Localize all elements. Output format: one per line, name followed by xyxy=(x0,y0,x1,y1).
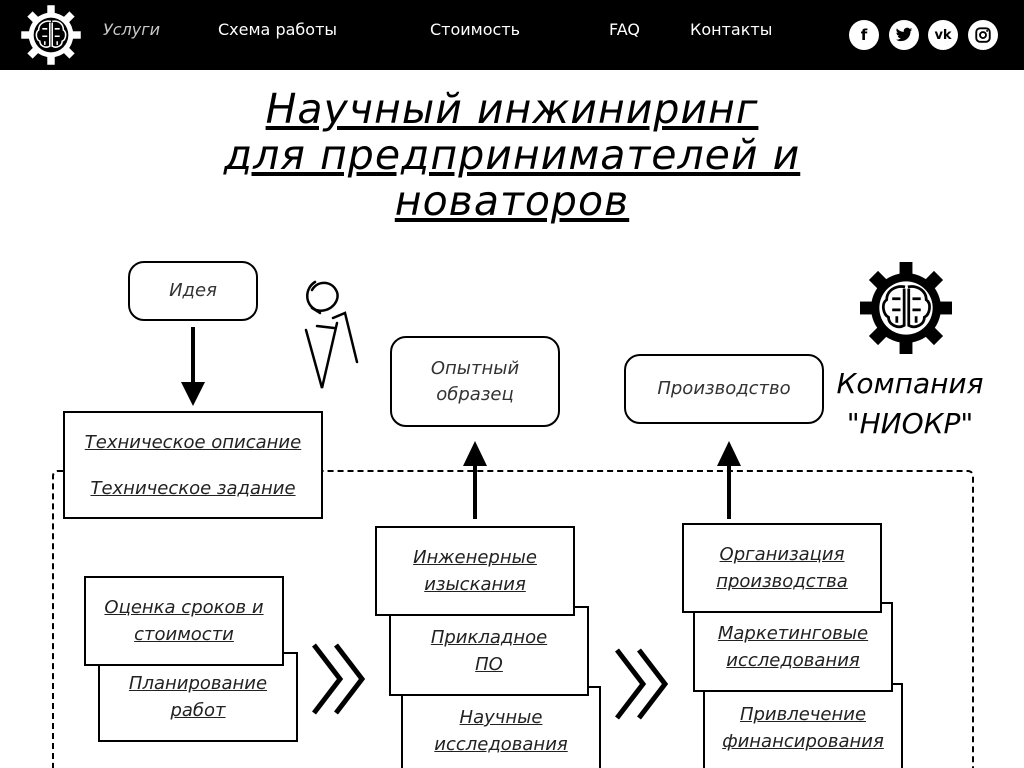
estimate-line-1: Оценка сроков и xyxy=(104,597,264,618)
funding-line-2: финансирования xyxy=(722,731,884,752)
title-line-3: новаторов xyxy=(394,177,630,225)
planning-line-2: работ xyxy=(170,700,226,721)
production-box: Производство xyxy=(624,354,824,424)
top-navigation-bar: Услуги Схема работы Стоимость FAQ Контак… xyxy=(0,0,1024,70)
idea-box: Идея xyxy=(128,261,258,321)
research-line-2: исследования xyxy=(434,734,568,755)
instagram-icon[interactable] xyxy=(968,20,998,50)
engineering-line-1: Инженерные xyxy=(413,547,537,568)
nav-faq[interactable]: FAQ xyxy=(609,20,640,39)
production-label: Производство xyxy=(657,378,791,399)
organization-card[interactable]: Организация производства xyxy=(682,523,882,613)
company-brain-gear-icon xyxy=(860,262,952,354)
title-line-1: Научный инжиниринг xyxy=(265,85,759,133)
nav-services[interactable]: Услуги xyxy=(103,20,161,39)
nav-workflow[interactable]: Схема работы xyxy=(218,20,338,39)
technical-docs-box: Техническое описание Техническое задание xyxy=(63,411,323,519)
engineering-card[interactable]: Инженерные изыскания xyxy=(375,526,575,616)
arrow-idea-to-description xyxy=(181,327,205,406)
thinking-person-icon xyxy=(304,280,359,389)
marketing-line-1: Маркетинговые xyxy=(717,623,869,644)
marketing-line-2: исследования xyxy=(726,650,860,671)
title-line-2: для предпринимателей и xyxy=(223,131,801,179)
planning-line-1: Планирование xyxy=(128,673,268,694)
brain-gear-logo-icon[interactable] xyxy=(20,4,82,66)
prototype-label-line-1: Опытный xyxy=(430,357,520,379)
organization-line-1: Организация xyxy=(719,544,845,565)
organization-line-2: производства xyxy=(716,571,848,592)
company-name: Компания "НИОКР" xyxy=(828,364,992,444)
idea-label: Идея xyxy=(169,280,217,301)
twitter-icon[interactable] xyxy=(889,20,919,50)
process-dashed-frame xyxy=(52,470,974,768)
company-name-line-1: Компания xyxy=(836,367,984,400)
funding-card[interactable]: Привлечение финансирования xyxy=(703,683,903,768)
software-line-1: Прикладное xyxy=(430,627,548,648)
prototype-box: Опытный образец xyxy=(390,336,560,427)
estimate-card[interactable]: Оценка сроков и стоимости xyxy=(84,576,284,666)
research-card[interactable]: Научные исследования xyxy=(401,686,601,768)
facebook-icon[interactable]: f xyxy=(849,20,879,50)
technical-description-link[interactable]: Техническое описание xyxy=(84,431,302,453)
technical-task-link[interactable]: Техническое задание xyxy=(90,477,296,499)
research-line-1: Научные xyxy=(459,707,543,728)
nav-pricing[interactable]: Стоимость xyxy=(430,20,521,39)
company-name-line-2: "НИОКР" xyxy=(846,407,974,440)
engineering-line-2: изыскания xyxy=(424,574,526,595)
page-title: Научный инжиниринг для предпринимателей … xyxy=(160,86,864,224)
software-card[interactable]: Прикладное ПО xyxy=(389,606,589,696)
prototype-label-line-2: образец xyxy=(436,383,514,405)
vk-icon[interactable]: vk xyxy=(928,20,958,50)
software-line-2: ПО xyxy=(475,654,503,675)
marketing-card[interactable]: Маркетинговые исследования xyxy=(693,602,893,692)
estimate-line-2: стоимости xyxy=(134,624,234,645)
nav-contacts[interactable]: Контакты xyxy=(690,20,773,39)
funding-line-1: Привлечение xyxy=(739,704,867,725)
